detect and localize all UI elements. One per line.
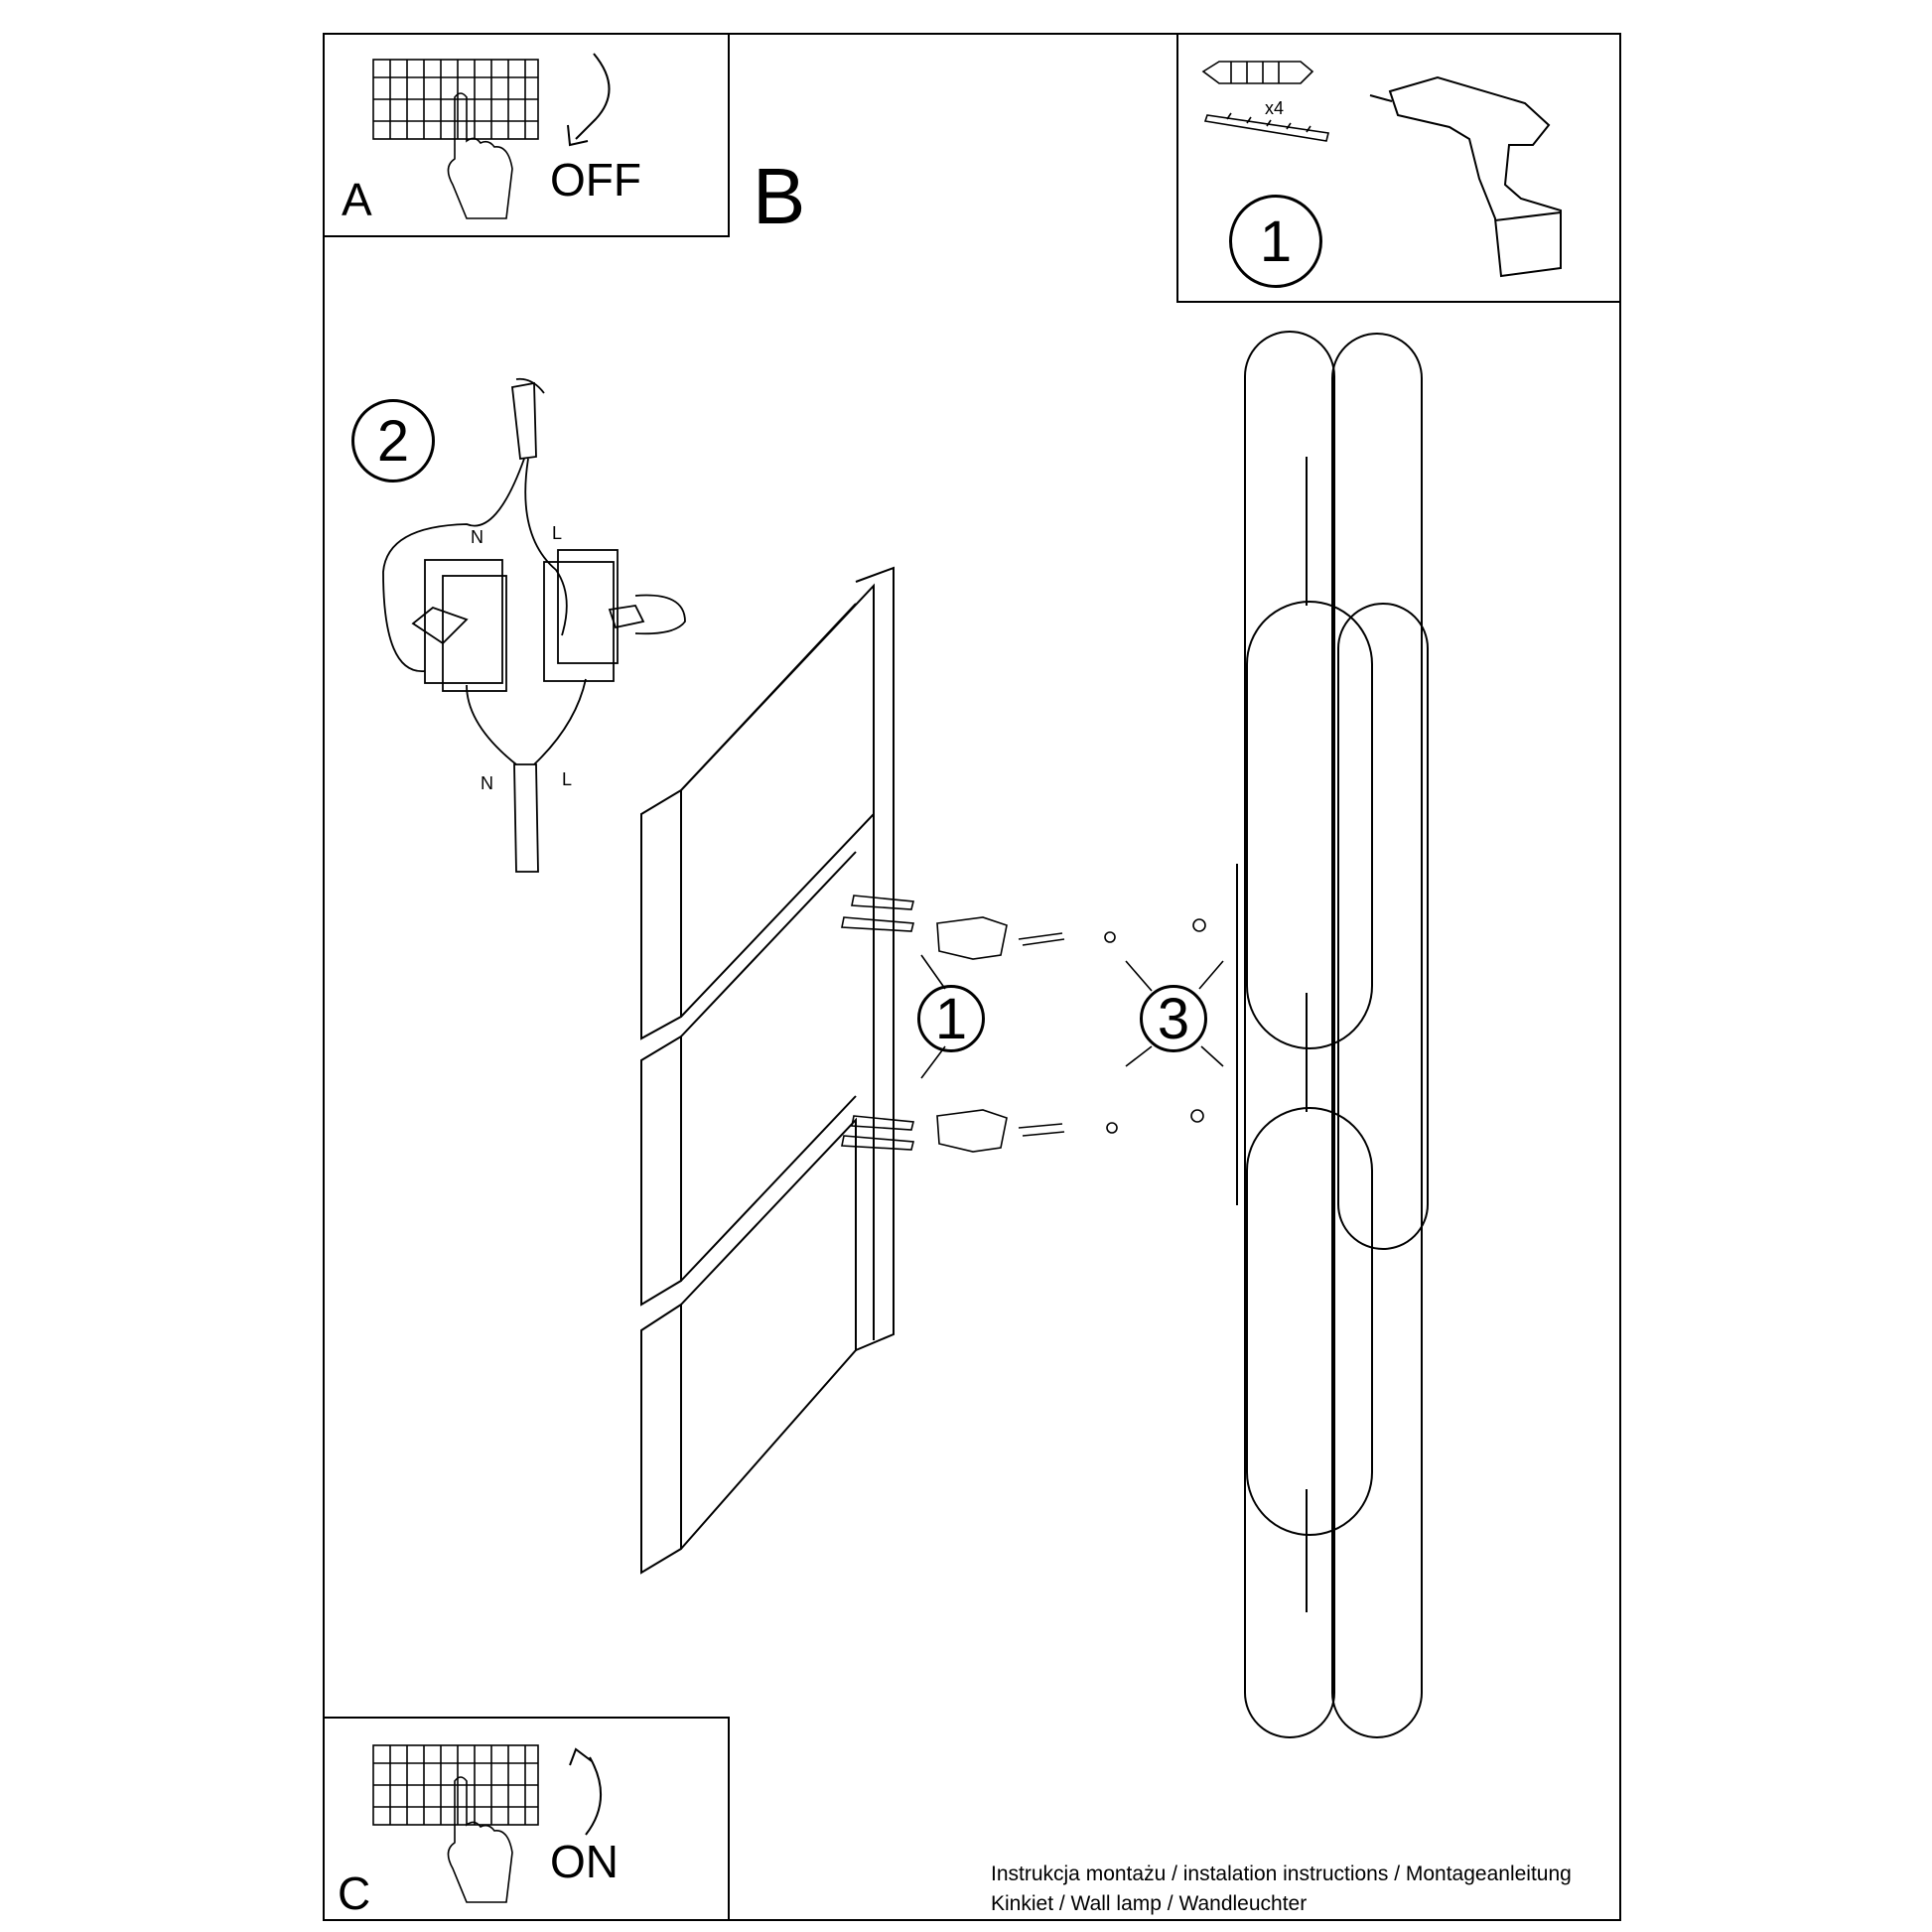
- wall-lamp: [1236, 331, 1429, 1738]
- plug-quantity: x4: [1265, 98, 1285, 118]
- wall-plug-icon: [1201, 61, 1314, 84]
- panel-a-box: [323, 33, 730, 237]
- footer-instructions: Instrukcja montażu / instalation instruc…: [991, 1863, 1572, 1885]
- bracket-hardware-bottom: [841, 1109, 1204, 1153]
- off-arrow-icon: [567, 53, 611, 147]
- breaker-panel-c: [372, 1744, 539, 1826]
- panel-b-letter: B: [753, 152, 806, 240]
- panel-a-letter: A: [342, 174, 372, 225]
- hand-a: [447, 92, 513, 219]
- screw-icon: [1203, 112, 1329, 142]
- hand-c: [447, 1776, 513, 1903]
- step-2-wiring: 2: [351, 399, 435, 483]
- on-label: ON: [550, 1836, 619, 1887]
- drill-icon: [1369, 75, 1562, 278]
- wire-label-l-bottom: L: [562, 769, 573, 789]
- step-1-tools: 1: [1229, 195, 1322, 288]
- footer-product: Kinkiet / Wall lamp / Wandleuchter: [991, 1892, 1308, 1915]
- wiring-illustration: [382, 377, 686, 873]
- step-3-lamp: 3: [1140, 985, 1207, 1052]
- off-label: OFF: [550, 154, 641, 206]
- step-1-bracket: 1: [917, 985, 985, 1052]
- panel-c-letter: C: [338, 1867, 371, 1919]
- wire-label-n-bottom: N: [481, 773, 493, 793]
- on-arrow-icon: [569, 1747, 602, 1836]
- wire-label-n-top: N: [471, 527, 483, 547]
- wall-slabs: [640, 566, 895, 1575]
- breaker-panel-a: [372, 59, 539, 140]
- wire-label-l-top: L: [552, 523, 563, 543]
- tools-box: [1176, 33, 1621, 303]
- panel-c-box: [323, 1717, 730, 1921]
- outer-frame: [323, 33, 1621, 1921]
- bracket-hardware-top: [841, 895, 1206, 960]
